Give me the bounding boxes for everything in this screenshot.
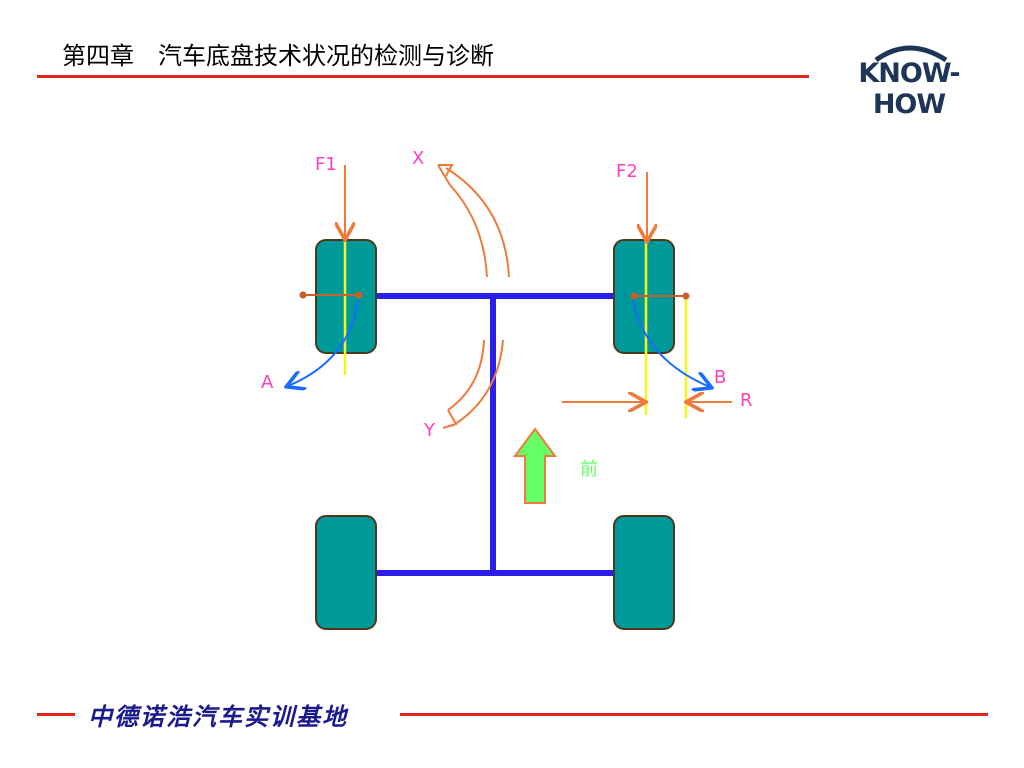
header-divider bbox=[37, 75, 809, 78]
forward-arrow-icon bbox=[513, 427, 557, 504]
footer-divider-left bbox=[37, 713, 75, 716]
right-contact-point bbox=[630, 292, 638, 300]
forward-label: 前 bbox=[580, 459, 598, 480]
rear-right-wheel bbox=[613, 515, 675, 630]
a-direction-arrow bbox=[288, 299, 359, 386]
y-rotation-arrow bbox=[442, 339, 504, 429]
r-label: R bbox=[740, 390, 753, 411]
b-direction-arrow bbox=[632, 299, 710, 387]
y-label: Y bbox=[423, 420, 436, 441]
b-label: B bbox=[714, 367, 726, 388]
f1-label: F1 bbox=[315, 154, 337, 175]
wheel-alignment-diagram: F1 X F2 A B R Y 前 bbox=[261, 148, 753, 630]
footer-divider-right bbox=[400, 713, 988, 716]
x-rotation-arrow bbox=[437, 164, 510, 278]
left-contact-point bbox=[355, 291, 363, 299]
footer-text: 中德诺浩汽车实训基地 bbox=[88, 702, 348, 731]
page-title: 第四章 汽车底盘技术状况的检测与诊断 bbox=[62, 42, 494, 70]
x-label: X bbox=[412, 148, 424, 169]
rear-left-wheel bbox=[315, 515, 377, 630]
logo-text: KNOW-HOW bbox=[858, 58, 960, 120]
right-pivot-point bbox=[682, 292, 690, 300]
knowhow-logo-icon: KNOW-HOW bbox=[824, 38, 994, 120]
a-label: A bbox=[261, 372, 274, 393]
left-pivot-point bbox=[299, 291, 307, 299]
f2-label: F2 bbox=[616, 161, 638, 182]
